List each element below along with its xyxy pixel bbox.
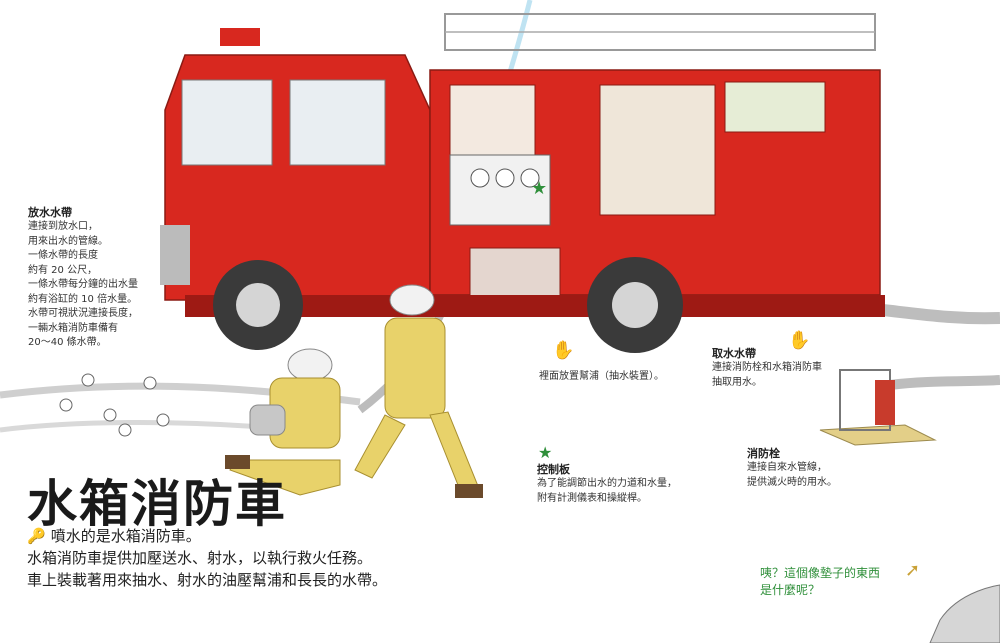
hose-label-line: 連接到放水口， xyxy=(28,221,98,232)
subtitle-row: 🔑 噴水的是水箱消防車。 xyxy=(27,525,201,547)
firefighter-crouching xyxy=(225,348,341,496)
intake-hand-icon: ✋ xyxy=(788,330,811,351)
truck-body xyxy=(160,13,885,317)
hydrant-label: 消防栓 連接自來水管線， 提供滅火時的用水。 xyxy=(747,446,877,490)
hose-label: 放水水帶 連接到放水口， 用來出水的管線。 一條水帶的長度 約有 20 公尺， … xyxy=(28,205,168,351)
hose-label-line: 約有浴缸的 10 倍水量。 xyxy=(28,293,138,305)
control-star-icon: ★ xyxy=(538,443,553,462)
small-animals xyxy=(59,373,170,437)
question-line: 是什麼呢？ xyxy=(760,583,821,597)
pump-label: 裡面放置幫浦（抽水裝置）。 xyxy=(539,371,664,382)
hose-label-line: 一輛水箱消防車備有 xyxy=(28,322,118,334)
control-label-line: 為了能調節出水的力道和水量， xyxy=(537,478,677,489)
question-text: 咦？這個像墊子的東西 是什麼呢？ xyxy=(760,565,880,599)
body-line: 水箱消防車提供加壓送水、射水，以執行救火任務。 xyxy=(27,549,373,567)
question-arrow-icon: ➚ xyxy=(905,560,921,581)
hose-label-line: 一條水帶每分鐘的出水量 xyxy=(28,279,138,290)
hose-label-title: 放水水帶 xyxy=(28,206,72,219)
mysterious-mat xyxy=(929,584,1000,643)
subtitle: 噴水的是水箱消防車。 xyxy=(50,527,201,545)
hose-label-line: 20～40 條水帶。 xyxy=(28,337,107,348)
pump-hand-icon: ✋ xyxy=(552,340,575,361)
hydrant-label-line: 提供滅火時的用水。 xyxy=(747,476,837,488)
hydrant xyxy=(819,369,937,446)
key-icon: 🔑 xyxy=(27,527,46,545)
intake-label: 取水水帶 連接消防栓和水箱消防車 抽取用水。 xyxy=(712,346,862,390)
hydrant-label-line: 連接自來水管線， xyxy=(747,462,827,473)
intake-label-line: 連接消防栓和水箱消防車 xyxy=(712,362,822,373)
star-icon: ★ xyxy=(531,178,547,199)
hose-label-line: 水帶可視狀況連接長度， xyxy=(28,308,138,319)
intake-label-line: 抽取用水。 xyxy=(712,376,762,388)
question-line: 咦？這個像墊子的東西 xyxy=(760,566,881,580)
control-label-title: 控制板 xyxy=(537,463,570,476)
body-line: 車上裝載著用來抽水、射水的油壓幫浦和長長的水帶。 xyxy=(27,571,388,589)
control-label: 控制板 為了能調節出水的力道和水量， 附有計測儀表和操縱桿。 xyxy=(537,462,707,506)
hydrant-label-title: 消防栓 xyxy=(747,447,780,460)
front-wheel xyxy=(213,260,303,350)
firefighter-standing xyxy=(354,284,483,498)
control-label-line: 附有計測儀表和操縱桿。 xyxy=(537,492,647,504)
hydrant-hose xyxy=(889,375,1000,390)
hose-label-line: 用來出水的管線。 xyxy=(28,235,108,247)
page-title: 水箱消防車 xyxy=(27,475,287,533)
intake-label-title: 取水水帶 xyxy=(712,347,756,360)
hose-label-line: 一條水帶的長度 xyxy=(28,250,98,261)
hose-label-line: 約有 20 公尺， xyxy=(28,264,98,276)
body-text: 水箱消防車提供加壓送水、射水，以執行救火任務。 車上裝載著用來抽水、射水的油壓幫… xyxy=(27,547,387,591)
rear-wheel xyxy=(587,257,683,353)
